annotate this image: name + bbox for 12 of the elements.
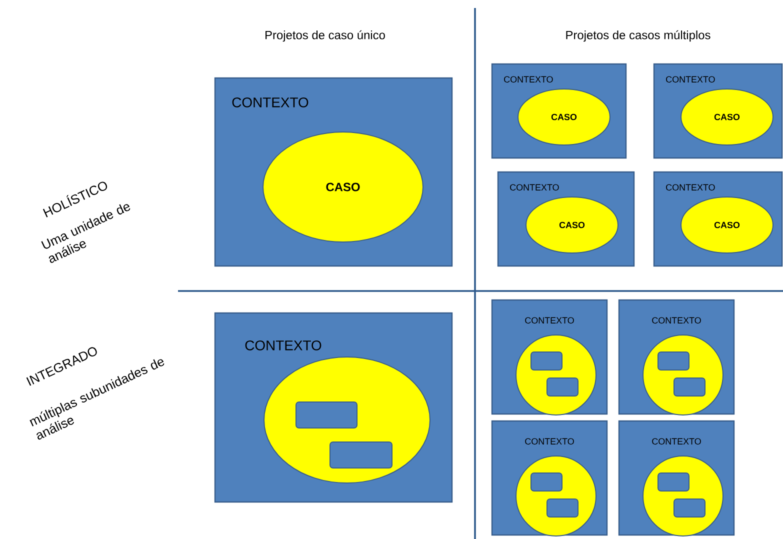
subunit-box [658, 352, 690, 370]
subunit-box [674, 498, 706, 518]
column-heading: Projetos de caso único [266, 30, 385, 42]
column-heading: Projetos de casos múltiplos [566, 30, 710, 42]
subunit-box [530, 352, 562, 370]
subunit-box [530, 472, 562, 492]
subunit-box [674, 378, 706, 396]
subunit-box [330, 442, 392, 468]
subunit-box [546, 378, 578, 396]
subunit-box [658, 472, 690, 492]
subunit-box [546, 498, 578, 518]
subunit-box [296, 402, 358, 428]
